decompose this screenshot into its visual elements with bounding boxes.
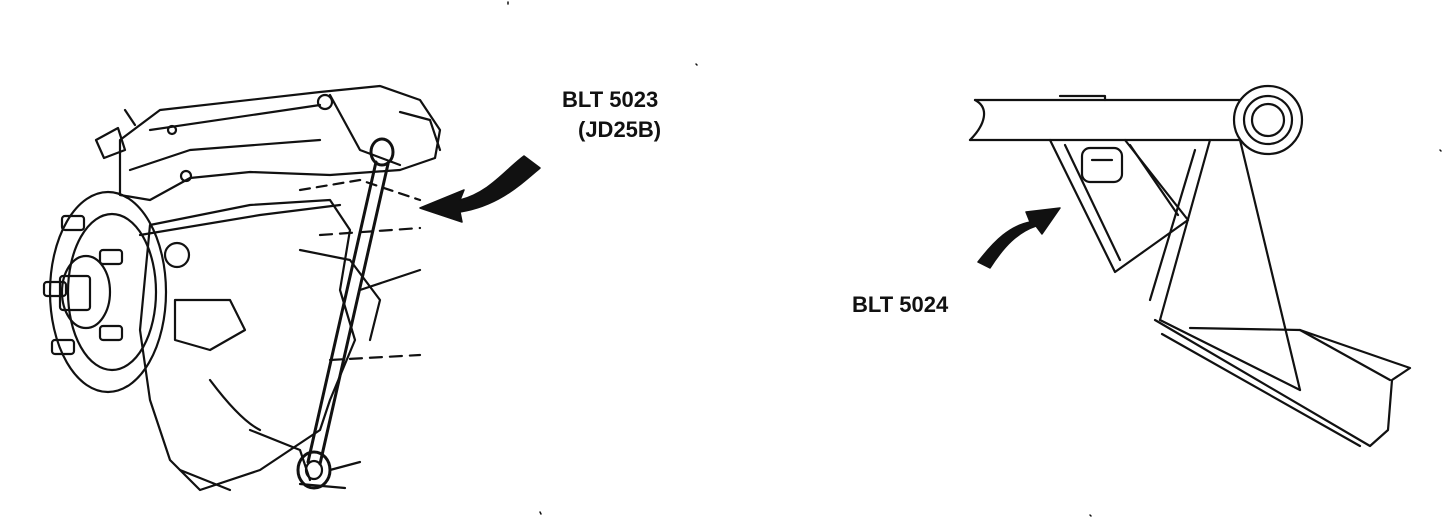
left-tool-part-number: BLT 5023 bbox=[562, 87, 659, 112]
mounting-flange bbox=[1048, 138, 1190, 274]
bracket-plate bbox=[1238, 138, 1302, 392]
wheel-hub bbox=[60, 254, 112, 330]
brake-disc bbox=[48, 190, 168, 394]
right-tool-part-number: BLT 5024 bbox=[852, 292, 949, 317]
suspension-assembly-drawing bbox=[42, 84, 442, 492]
upper-control-arm bbox=[118, 84, 442, 202]
pivot-bushing bbox=[1232, 84, 1304, 156]
arrow-icon bbox=[977, 207, 1061, 269]
scan-specks bbox=[507, 1, 1442, 517]
link-rod-tool bbox=[296, 137, 395, 490]
mounting-bolt bbox=[1080, 146, 1124, 184]
lower-rail bbox=[1153, 318, 1412, 448]
frame-bracket-drawing bbox=[968, 84, 1412, 448]
wheel-studs bbox=[42, 214, 124, 356]
arrow-icon bbox=[419, 155, 541, 223]
left-tool-alt-number: (JD25B) bbox=[578, 117, 662, 142]
